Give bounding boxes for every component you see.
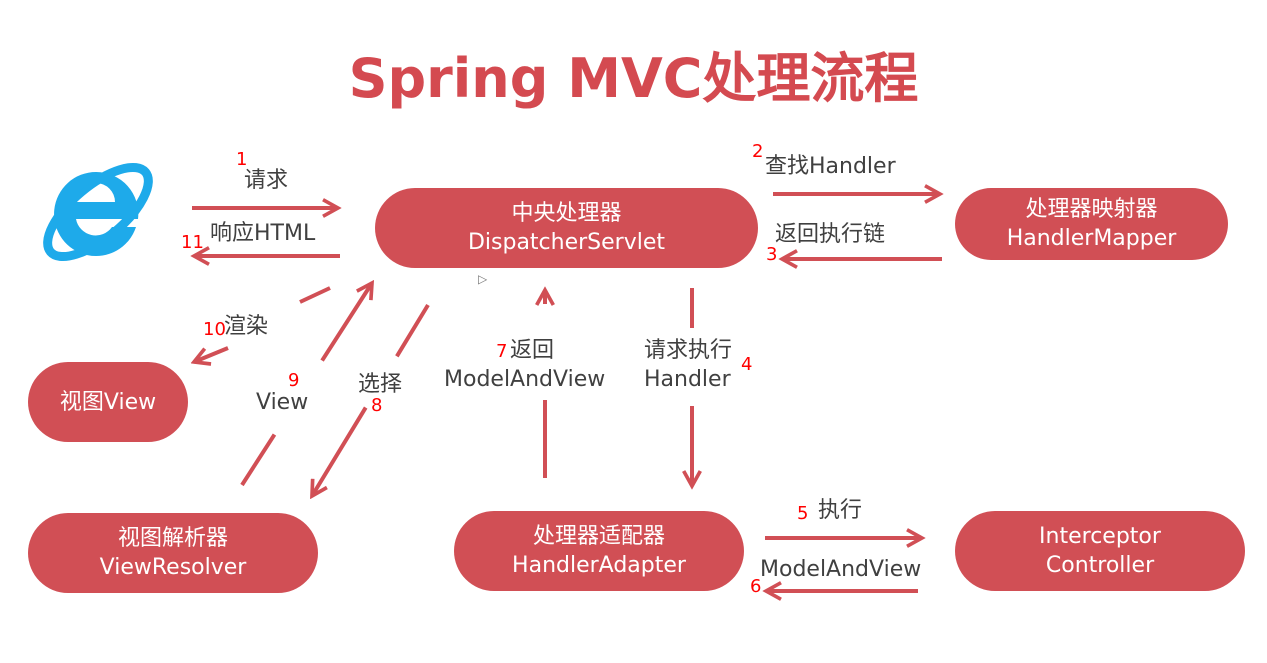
step-label-render: 渲染 <box>224 314 269 339</box>
step-label-model-and-view: ModelAndView <box>444 367 606 392</box>
step-label-handler: Handler <box>644 367 731 392</box>
step-number-5: 5 <box>797 503 809 524</box>
resolver-label-en: ViewResolver <box>99 555 247 580</box>
adapter-label-cn: 处理器适配器 <box>532 524 665 549</box>
page-title: Spring MVC处理流程 <box>348 47 919 110</box>
step-number-10: 10 <box>203 319 226 340</box>
step-number-1: 1 <box>236 149 248 170</box>
step-number-6: 6 <box>750 576 762 597</box>
step-label-response-html: 响应HTML <box>210 221 316 246</box>
step-label-mav-return: ModelAndView <box>760 557 922 582</box>
dispatcher-label-cn: 中央处理器 <box>511 201 622 226</box>
dispatcher-servlet-node[interactable]: 中央处理器 DispatcherServlet <box>375 188 758 268</box>
view-label: 视图View <box>59 389 157 415</box>
arrow-10-render <box>194 346 229 362</box>
step-number-3: 3 <box>766 244 778 265</box>
step-label-execute: 执行 <box>818 498 863 523</box>
step-label-return: 返回 <box>510 338 555 363</box>
step-number-2: 2 <box>752 141 764 162</box>
step-number-4: 4 <box>741 354 753 375</box>
handler-mapper-node[interactable]: 处理器映射器 HandlerMapper <box>955 188 1228 260</box>
mapper-label-cn: 处理器映射器 <box>1025 197 1158 222</box>
step-label-view: View <box>256 390 309 415</box>
step-number-9: 9 <box>288 370 300 391</box>
step-label-request: 请求 <box>244 168 289 193</box>
step-number-7: 7 <box>496 341 508 362</box>
dispatcher-label-en: DispatcherServlet <box>467 230 666 255</box>
controller-node[interactable]: Interceptor Controller <box>955 511 1245 591</box>
step-number-8: 8 <box>371 395 383 416</box>
step-label-select: 选择 <box>358 372 403 397</box>
mouse-cursor-icon: ▷ <box>478 272 488 286</box>
internet-explorer-icon <box>43 162 153 262</box>
controller-label-1: Interceptor <box>1039 524 1161 549</box>
step-label-request-execute: 请求执行 <box>644 338 733 363</box>
handler-adapter-node[interactable]: 处理器适配器 HandlerAdapter <box>454 511 744 591</box>
step-label-find-handler: 查找Handler <box>765 154 896 179</box>
controller-label-2: Controller <box>1045 553 1155 578</box>
mapper-label-en: HandlerMapper <box>1006 226 1177 251</box>
arrow-10-render-tail <box>299 286 331 304</box>
step-label-return-chain: 返回执行链 <box>775 222 886 247</box>
adapter-label-en: HandlerAdapter <box>512 553 686 578</box>
step-number-11: 11 <box>181 232 204 253</box>
view-resolver-node[interactable]: 视图解析器 ViewResolver <box>28 513 318 593</box>
arrow-8-select <box>312 303 430 496</box>
arrow-9-view <box>240 283 372 487</box>
resolver-label-cn: 视图解析器 <box>117 526 228 551</box>
view-node[interactable]: 视图View <box>28 362 188 442</box>
